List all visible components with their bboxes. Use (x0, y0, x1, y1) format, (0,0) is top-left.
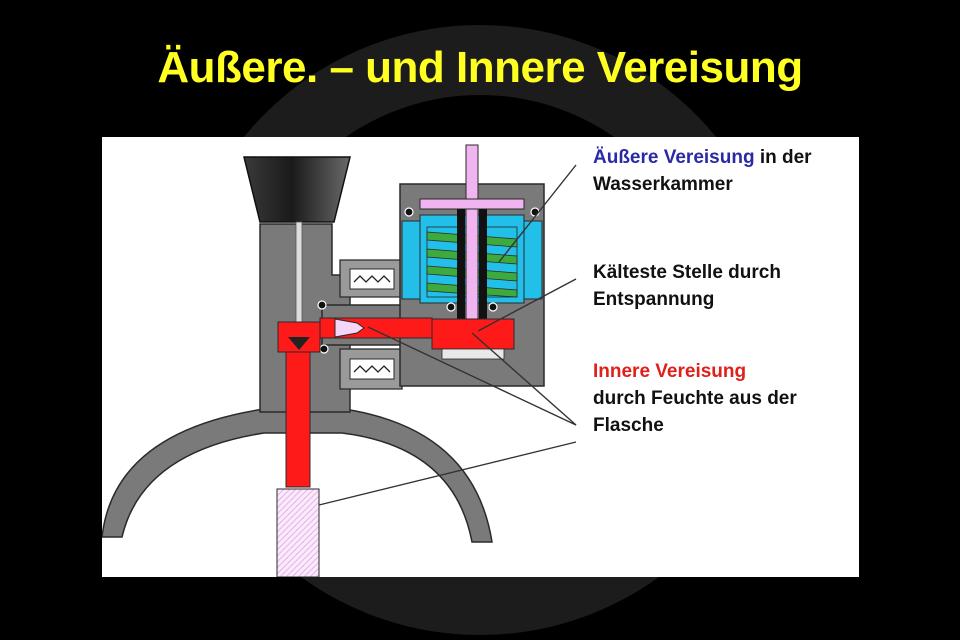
label-inner-icing: Innere Vereisung durch Feuchte aus der F… (593, 358, 797, 439)
coldest-point-line2: Entspannung (593, 289, 715, 310)
valve-cone (288, 337, 310, 350)
label-outer-icing: Äußere Vereisung in der Wasserkammer (593, 144, 812, 198)
o-rings (317, 207, 540, 354)
hand-knob (243, 156, 351, 223)
outer-icing-line2: Wasserkammer (593, 174, 733, 195)
inner-icing-highlight: Innere Vereisung (593, 361, 747, 382)
slide-title: Äußere. – und Innere Vereisung (157, 43, 803, 92)
valve-diagram (102, 144, 577, 577)
label-coldest-point: Kälteste Stelle durch Entspannung (593, 259, 781, 313)
outer-icing-highlight: Äußere Vereisung (593, 147, 755, 168)
dip-tube-filter (276, 488, 320, 577)
bottle-shoulder (102, 408, 493, 543)
callout-lines (318, 164, 577, 506)
inner-icing-line3: Flasche (593, 415, 664, 436)
outer-icing-rest: in der (754, 147, 812, 168)
inner-icing-line2: durch Feuchte aus der (593, 388, 797, 409)
coldest-point-line1: Kälteste Stelle durch (593, 262, 781, 283)
spindle (419, 144, 525, 331)
